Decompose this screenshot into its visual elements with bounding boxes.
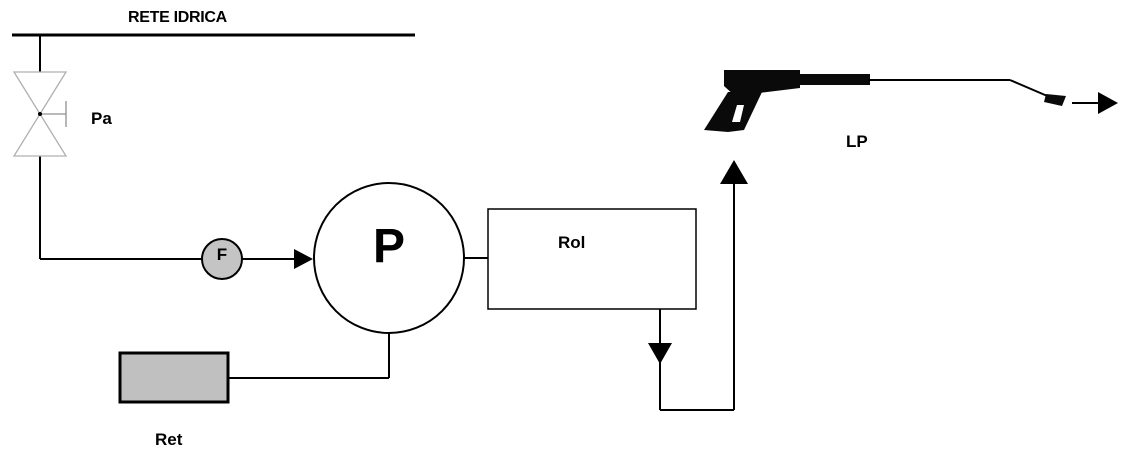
rol-unit-box	[487, 208, 697, 310]
valve-label: Pa	[91, 109, 112, 128]
pump-label: P	[372, 220, 405, 273]
flow-arrow-up	[720, 160, 748, 184]
valve-pa-symbol	[12, 71, 68, 157]
output-arrow-head	[1098, 92, 1118, 114]
tank-symbol	[118, 351, 230, 404]
water-network-label: RETE IDRICA	[128, 9, 227, 26]
tank-label: Ret	[155, 430, 183, 449]
filter-label: F	[216, 245, 228, 264]
flow-arrow-down	[648, 343, 672, 364]
flow-arrow-to-pump	[294, 249, 313, 269]
rol-label: Rol	[558, 233, 586, 252]
spray-gun-label: LP	[846, 132, 868, 151]
spray-gun-icon	[704, 70, 1066, 132]
